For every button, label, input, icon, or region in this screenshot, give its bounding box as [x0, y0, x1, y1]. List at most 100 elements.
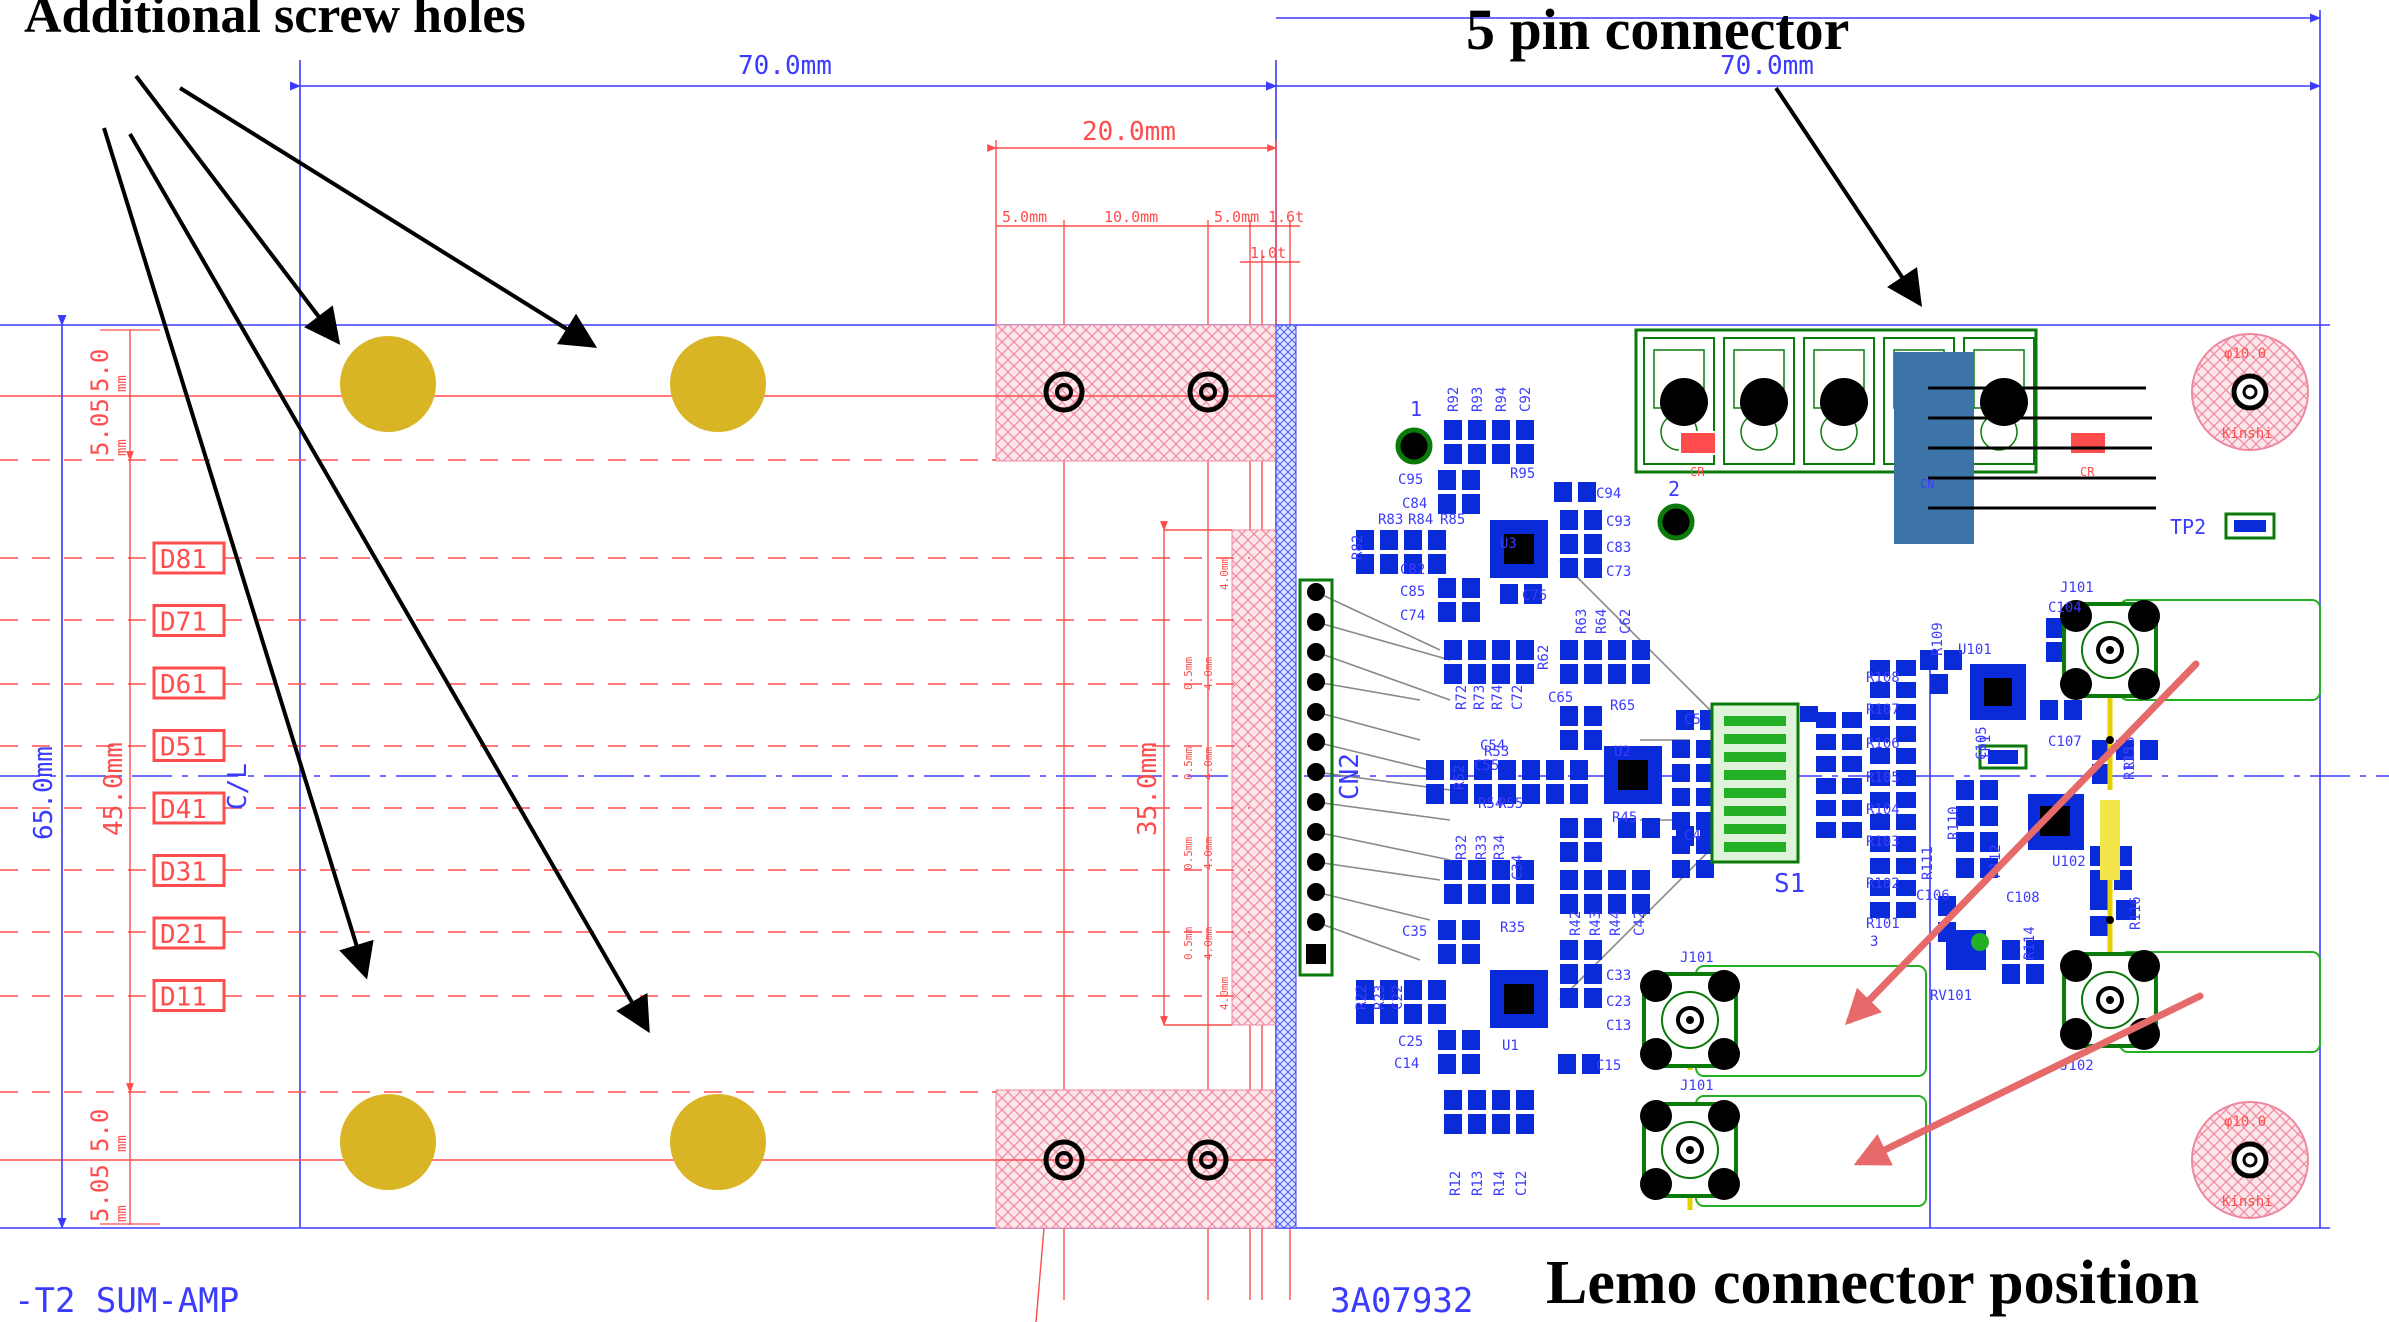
smd-pad	[1462, 920, 1480, 940]
mounting-vias	[1043, 371, 1229, 1181]
component-label: U1	[1502, 1038, 1519, 1054]
component-label: R103	[1866, 834, 1900, 850]
smd-pad	[1438, 578, 1456, 598]
detector-label: D41	[152, 791, 226, 825]
smd-pad	[1930, 674, 1948, 694]
smd-pad	[1492, 444, 1510, 464]
smd-pad	[1842, 712, 1862, 728]
screw-hole-top-1	[340, 336, 436, 432]
smd-pad	[1516, 884, 1534, 904]
smd-pad	[1560, 534, 1578, 554]
smd-pad	[1450, 760, 1468, 780]
smd-pad	[1438, 470, 1456, 490]
smd-pad	[1632, 640, 1650, 660]
smd-pad	[1516, 420, 1534, 440]
screw-hole-bottom-2	[670, 1094, 766, 1190]
smd-pad	[1560, 940, 1578, 960]
ic-u1	[1490, 970, 1548, 1028]
component-label: R93	[1470, 387, 1486, 412]
component-label: U101	[1958, 642, 1992, 658]
component-label: R83	[1378, 512, 1403, 528]
screw-hole-top-2	[670, 336, 766, 432]
test-point-tp2	[2224, 512, 2276, 540]
smd-pad	[1956, 858, 1974, 878]
centerline-label: C/L	[223, 763, 253, 810]
connector-cn2: CN2	[1298, 578, 1365, 977]
smd-pad	[2026, 964, 2044, 984]
lemo-connector	[2060, 950, 2160, 1050]
component-label: C55	[1474, 758, 1499, 774]
pitch-labels: 0.5mm 0.5mm 0.5mm 0.5mm 4.0mm 4.0mm 4.0m…	[1182, 557, 1231, 1010]
component-label: R22	[1354, 985, 1370, 1010]
component-label: CR	[2080, 465, 2095, 479]
screw-hole-arrows	[102, 74, 650, 1034]
smd-pad	[1462, 1054, 1480, 1074]
component-label: R85	[1440, 512, 1465, 528]
component-label: C12	[1514, 1171, 1530, 1196]
component-label: C84	[1402, 496, 1427, 512]
board-name-label: -T2 SUM-AMP	[14, 1281, 239, 1321]
component-label: C14	[1394, 1056, 1419, 1072]
cn2-pin	[1307, 643, 1325, 661]
smd-pad	[1462, 944, 1480, 964]
hatched-region-top	[995, 324, 1277, 462]
component-label: R106	[1866, 736, 1900, 752]
smd-pad	[1516, 860, 1534, 880]
switch-bar	[1724, 788, 1786, 798]
smd-pad	[1404, 554, 1422, 574]
smd-pad	[1404, 980, 1422, 1000]
smd-pad	[1584, 818, 1602, 838]
smd-pad	[1380, 980, 1398, 1000]
component-label: C75	[1522, 588, 1547, 604]
component-label: U102	[2052, 854, 2086, 870]
component-label: C35	[1402, 924, 1427, 940]
smd-pad	[1672, 764, 1690, 782]
component-label: R55	[1498, 796, 1523, 812]
component-label: R107	[1866, 702, 1900, 718]
component-label: C105	[1974, 726, 1990, 760]
svg-text:4.0mm: 4.0mm	[1218, 977, 1231, 1010]
detector-label: D81	[152, 541, 226, 575]
smd-pad	[1404, 1004, 1422, 1024]
smd-pad	[1584, 940, 1602, 960]
smd-pad	[1870, 836, 1890, 852]
smd-pad	[1554, 482, 1572, 502]
component-label: R63	[1574, 609, 1590, 634]
smd-pad	[1438, 944, 1456, 964]
component-label: R44	[1608, 911, 1624, 936]
smd-pad	[1492, 1090, 1510, 1110]
svg-text:φ10.0: φ10.0	[2224, 346, 2266, 362]
cn2-pin	[1307, 733, 1325, 751]
dim-label-35mm: 35.0mm	[1133, 742, 1163, 836]
screw-holes	[340, 336, 766, 1190]
smd-pad	[1896, 858, 1916, 874]
component-label: R45	[1612, 810, 1637, 826]
dim-label-5mm-a: 5.0mm	[1002, 208, 1047, 226]
component-label: C108	[2006, 890, 2040, 906]
smd-pad	[1896, 792, 1916, 808]
smd-pad	[1516, 1114, 1534, 1134]
smd-pad	[1444, 444, 1462, 464]
smd-pad	[1426, 784, 1444, 804]
smd-pad	[1676, 826, 1694, 846]
smd-pad	[1870, 880, 1890, 896]
smd-pad	[2064, 700, 2082, 720]
smd-pad	[1816, 822, 1836, 838]
switch-bar	[1724, 752, 1786, 762]
smd-pad	[2116, 900, 2136, 920]
tp2-label: TP2	[2170, 515, 2206, 539]
smd-pad	[1980, 832, 1998, 852]
component-label: R82	[1350, 535, 1366, 560]
component-label: C33	[1606, 968, 1631, 984]
smd-pad	[1642, 818, 1660, 838]
smd-pad	[1462, 1030, 1480, 1050]
component-label: R104	[1866, 802, 1900, 818]
keepout-mark-bottom: φ10.0 Kinshi	[2191, 1101, 2309, 1219]
component-label: C22	[1390, 985, 1406, 1010]
smd-pad	[1584, 894, 1602, 914]
smd-pad	[1462, 470, 1480, 490]
component-label: R34	[1492, 835, 1508, 860]
component-label: R64	[1594, 609, 1610, 634]
cn2-pin	[1307, 793, 1325, 811]
dim-unit-bottom-b: mm	[114, 1135, 130, 1152]
